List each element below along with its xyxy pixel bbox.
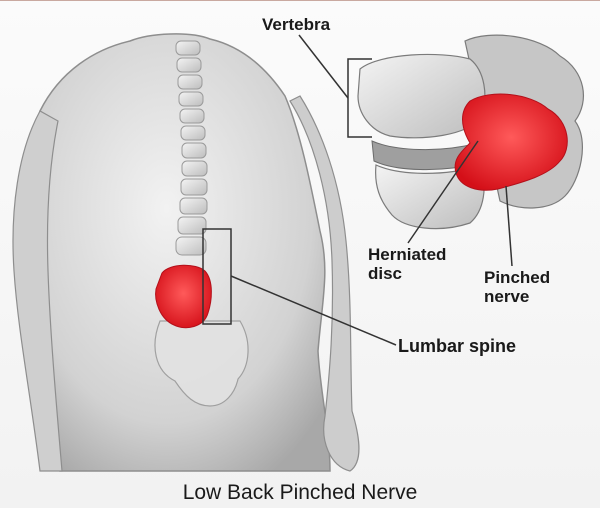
label-pinched-line2: nerve: [484, 287, 550, 306]
caption: Low Back Pinched Nerve: [0, 481, 600, 505]
vertebra-leader-line: [299, 35, 348, 98]
label-herniated-disc: Herniated disc: [368, 245, 446, 283]
label-herniated-line2: disc: [368, 264, 446, 283]
label-vertebra: Vertebra: [262, 15, 330, 34]
label-pinched-line1: Pinched: [484, 268, 550, 287]
label-herniated-line1: Herniated: [368, 245, 446, 264]
label-pinched-nerve: Pinched nerve: [484, 268, 550, 306]
label-lumbar-spine: Lumbar spine: [398, 337, 516, 356]
vertebra-detail: [358, 35, 583, 228]
